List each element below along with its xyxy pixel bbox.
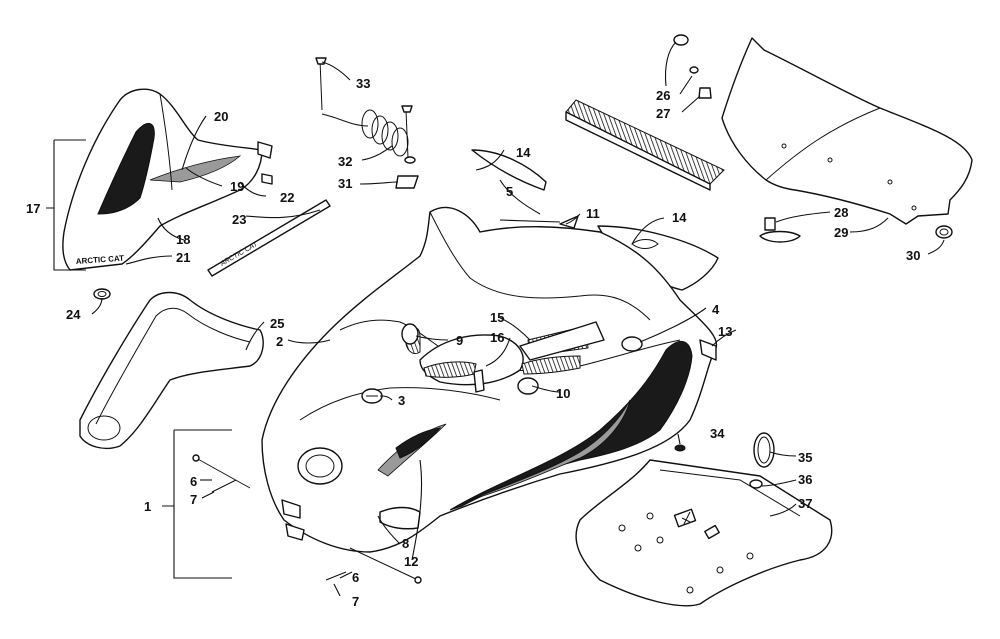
callout-32: 32 xyxy=(338,154,352,169)
callout-10: 10 xyxy=(556,386,570,401)
callout-4: 4 xyxy=(712,302,720,317)
callout-7a: 7 xyxy=(190,492,197,507)
callout-37: 37 xyxy=(798,496,812,511)
callout-9: 9 xyxy=(456,333,463,348)
skid-plate xyxy=(575,459,833,607)
callout-15: 15 xyxy=(490,310,504,325)
callout-31: 31 xyxy=(338,176,352,191)
callout-7b: 7 xyxy=(352,594,359,609)
callout-28: 28 xyxy=(834,205,848,220)
callout-17: 17 xyxy=(26,201,40,216)
grommet-24 xyxy=(93,288,111,300)
callout-21: 21 xyxy=(176,250,190,265)
main-hood xyxy=(261,206,718,553)
side-decal-text: ARCTIC CAT xyxy=(219,241,260,269)
callout-33: 33 xyxy=(356,76,370,91)
nose-panel: ARCTIC CAT xyxy=(62,88,273,271)
callout-26: 26 xyxy=(656,88,670,103)
callout-12: 12 xyxy=(404,554,418,569)
nose-decal-text: ARCTIC CAT xyxy=(76,254,125,266)
callout-20: 20 xyxy=(214,109,228,124)
callout-19: 19 xyxy=(230,179,244,194)
callout-35: 35 xyxy=(798,450,812,465)
callout-34: 34 xyxy=(710,426,725,441)
callout-2: 2 xyxy=(276,334,283,349)
callout-29: 29 xyxy=(834,225,848,240)
grommets-right xyxy=(674,432,775,489)
callout-25: 25 xyxy=(270,316,284,331)
windshield-hardware xyxy=(673,34,953,243)
hood-flame-graphic xyxy=(377,341,693,511)
callout-16: 16 xyxy=(490,330,504,345)
top-vent xyxy=(565,99,725,191)
callout-13: 13 xyxy=(718,324,732,339)
windshield xyxy=(721,37,973,225)
hood-insert-left xyxy=(471,149,547,191)
callout-3: 3 xyxy=(398,393,405,408)
callout-5: 5 xyxy=(506,184,513,199)
hood-seal xyxy=(79,291,264,450)
clip-11 xyxy=(559,215,579,229)
callout-22: 22 xyxy=(280,190,294,205)
callout-6a: 6 xyxy=(190,474,197,489)
leader-lines xyxy=(46,41,945,597)
callout-1: 1 xyxy=(144,499,151,514)
callout-6b: 6 xyxy=(352,570,359,585)
callout-8: 8 xyxy=(402,536,409,551)
callout-30: 30 xyxy=(906,248,920,263)
callout-11: 11 xyxy=(586,206,600,221)
callout-14b: 14 xyxy=(672,210,687,225)
callout-24: 24 xyxy=(66,307,81,322)
callout-18: 18 xyxy=(176,232,190,247)
callout-14a: 14 xyxy=(516,145,531,160)
callout-36: 36 xyxy=(798,472,812,487)
callout-23: 23 xyxy=(232,212,246,227)
callout-27: 27 xyxy=(656,106,670,121)
side-decal: ARCTIC CAT xyxy=(207,199,331,277)
hinge-pins xyxy=(192,454,422,584)
callout-labels: 1 2 3 4 5 6 6 7 7 8 9 10 11 12 13 14 14 … xyxy=(26,76,920,609)
